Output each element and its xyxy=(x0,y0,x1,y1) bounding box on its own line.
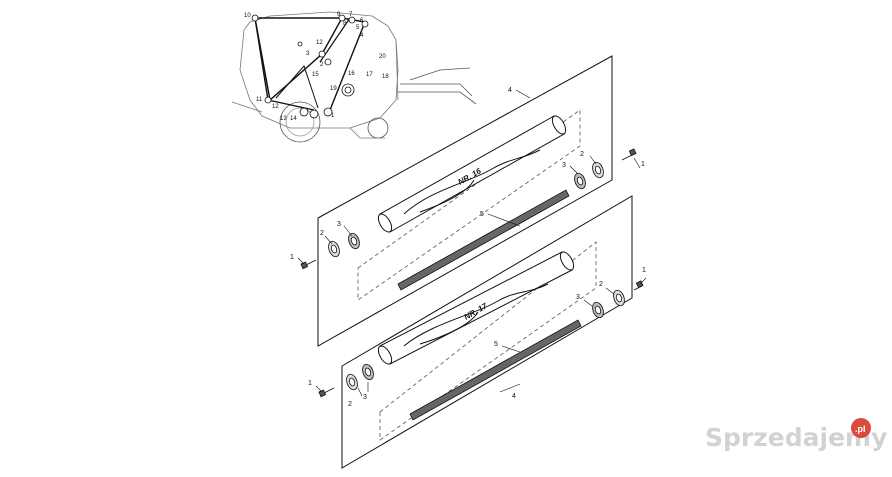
baler-number: 14 xyxy=(290,116,297,122)
baler-number: 11 xyxy=(256,97,263,103)
baler-number: 20 xyxy=(379,54,386,60)
left-screw xyxy=(318,387,335,398)
callout-3-right: 3 xyxy=(576,294,580,301)
watermark-badge-text: .pl xyxy=(855,424,866,434)
callout-2-right: 2 xyxy=(580,151,584,158)
baler-number: 4 xyxy=(360,33,364,39)
baler-number: 6 xyxy=(360,18,364,24)
baler-number: 9 xyxy=(337,12,341,18)
baler-number: 15 xyxy=(312,72,319,78)
shaft xyxy=(409,319,582,421)
baler-number: 12 xyxy=(272,104,279,110)
baler-number: 19 xyxy=(330,86,337,92)
left-screw xyxy=(300,259,317,270)
baler-reference-sketch xyxy=(231,11,477,143)
baler-number: 12 xyxy=(316,40,323,46)
callout-3-left: 3 xyxy=(363,394,367,401)
assembly-nr16: NR. 16 xyxy=(290,55,645,347)
watermark-badge xyxy=(851,418,871,438)
baler-reference-numbers: 10 9 8 7 6 5 4 12 3 20 2 15 16 17 18 19 … xyxy=(244,12,389,122)
right-bearing xyxy=(592,301,604,319)
callout-1-right: 1 xyxy=(641,161,645,168)
left-bearing xyxy=(362,363,374,381)
callout-4: 4 xyxy=(508,87,512,94)
right-bearing xyxy=(574,172,586,190)
baler-number: 8 xyxy=(343,21,347,27)
callout-2-right: 2 xyxy=(599,281,603,288)
right-ring xyxy=(592,161,604,179)
baler-number: 7 xyxy=(349,12,353,18)
callout-1-left: 1 xyxy=(290,254,294,261)
left-bearing xyxy=(348,232,360,250)
baler-number: 10 xyxy=(244,13,251,19)
baler-number: 17 xyxy=(366,72,373,78)
baler-number: 18 xyxy=(382,74,389,80)
shaft xyxy=(397,189,570,291)
callout-3-right: 3 xyxy=(562,162,566,169)
shaft-dashed-box xyxy=(357,109,581,301)
callout-1-left: 1 xyxy=(308,380,312,387)
assembly-frame xyxy=(317,55,613,347)
right-ring xyxy=(613,289,625,307)
right-screw xyxy=(621,148,637,161)
roller-tube xyxy=(377,115,567,233)
callout-3-left: 3 xyxy=(337,221,341,228)
baler-number: 1 xyxy=(331,113,335,119)
callout-2-left: 2 xyxy=(348,401,352,408)
watermark: Sprzedajemy .pl xyxy=(705,418,887,452)
callout-5: 5 xyxy=(480,211,484,218)
callout-1-right: 1 xyxy=(642,267,646,274)
baler-number: 5 xyxy=(356,25,360,31)
baler-number: 3 xyxy=(306,51,310,57)
callout-2-left: 2 xyxy=(320,230,324,237)
left-ring xyxy=(346,373,358,391)
assembly-nr17: NR. 17 xyxy=(308,195,647,469)
left-ring xyxy=(328,240,340,258)
right-screw xyxy=(633,280,644,291)
roller-tube xyxy=(377,251,575,365)
baler-number: 2 xyxy=(320,62,324,68)
baler-number: 16 xyxy=(348,71,355,77)
callout-5: 5 xyxy=(494,341,498,348)
leader-lines xyxy=(297,89,641,265)
leader-lines xyxy=(315,277,647,397)
callout-4: 4 xyxy=(512,393,516,400)
shaft-dashed-box xyxy=(379,241,597,441)
baler-number: 13 xyxy=(280,116,287,122)
assembly-frame xyxy=(341,195,633,469)
